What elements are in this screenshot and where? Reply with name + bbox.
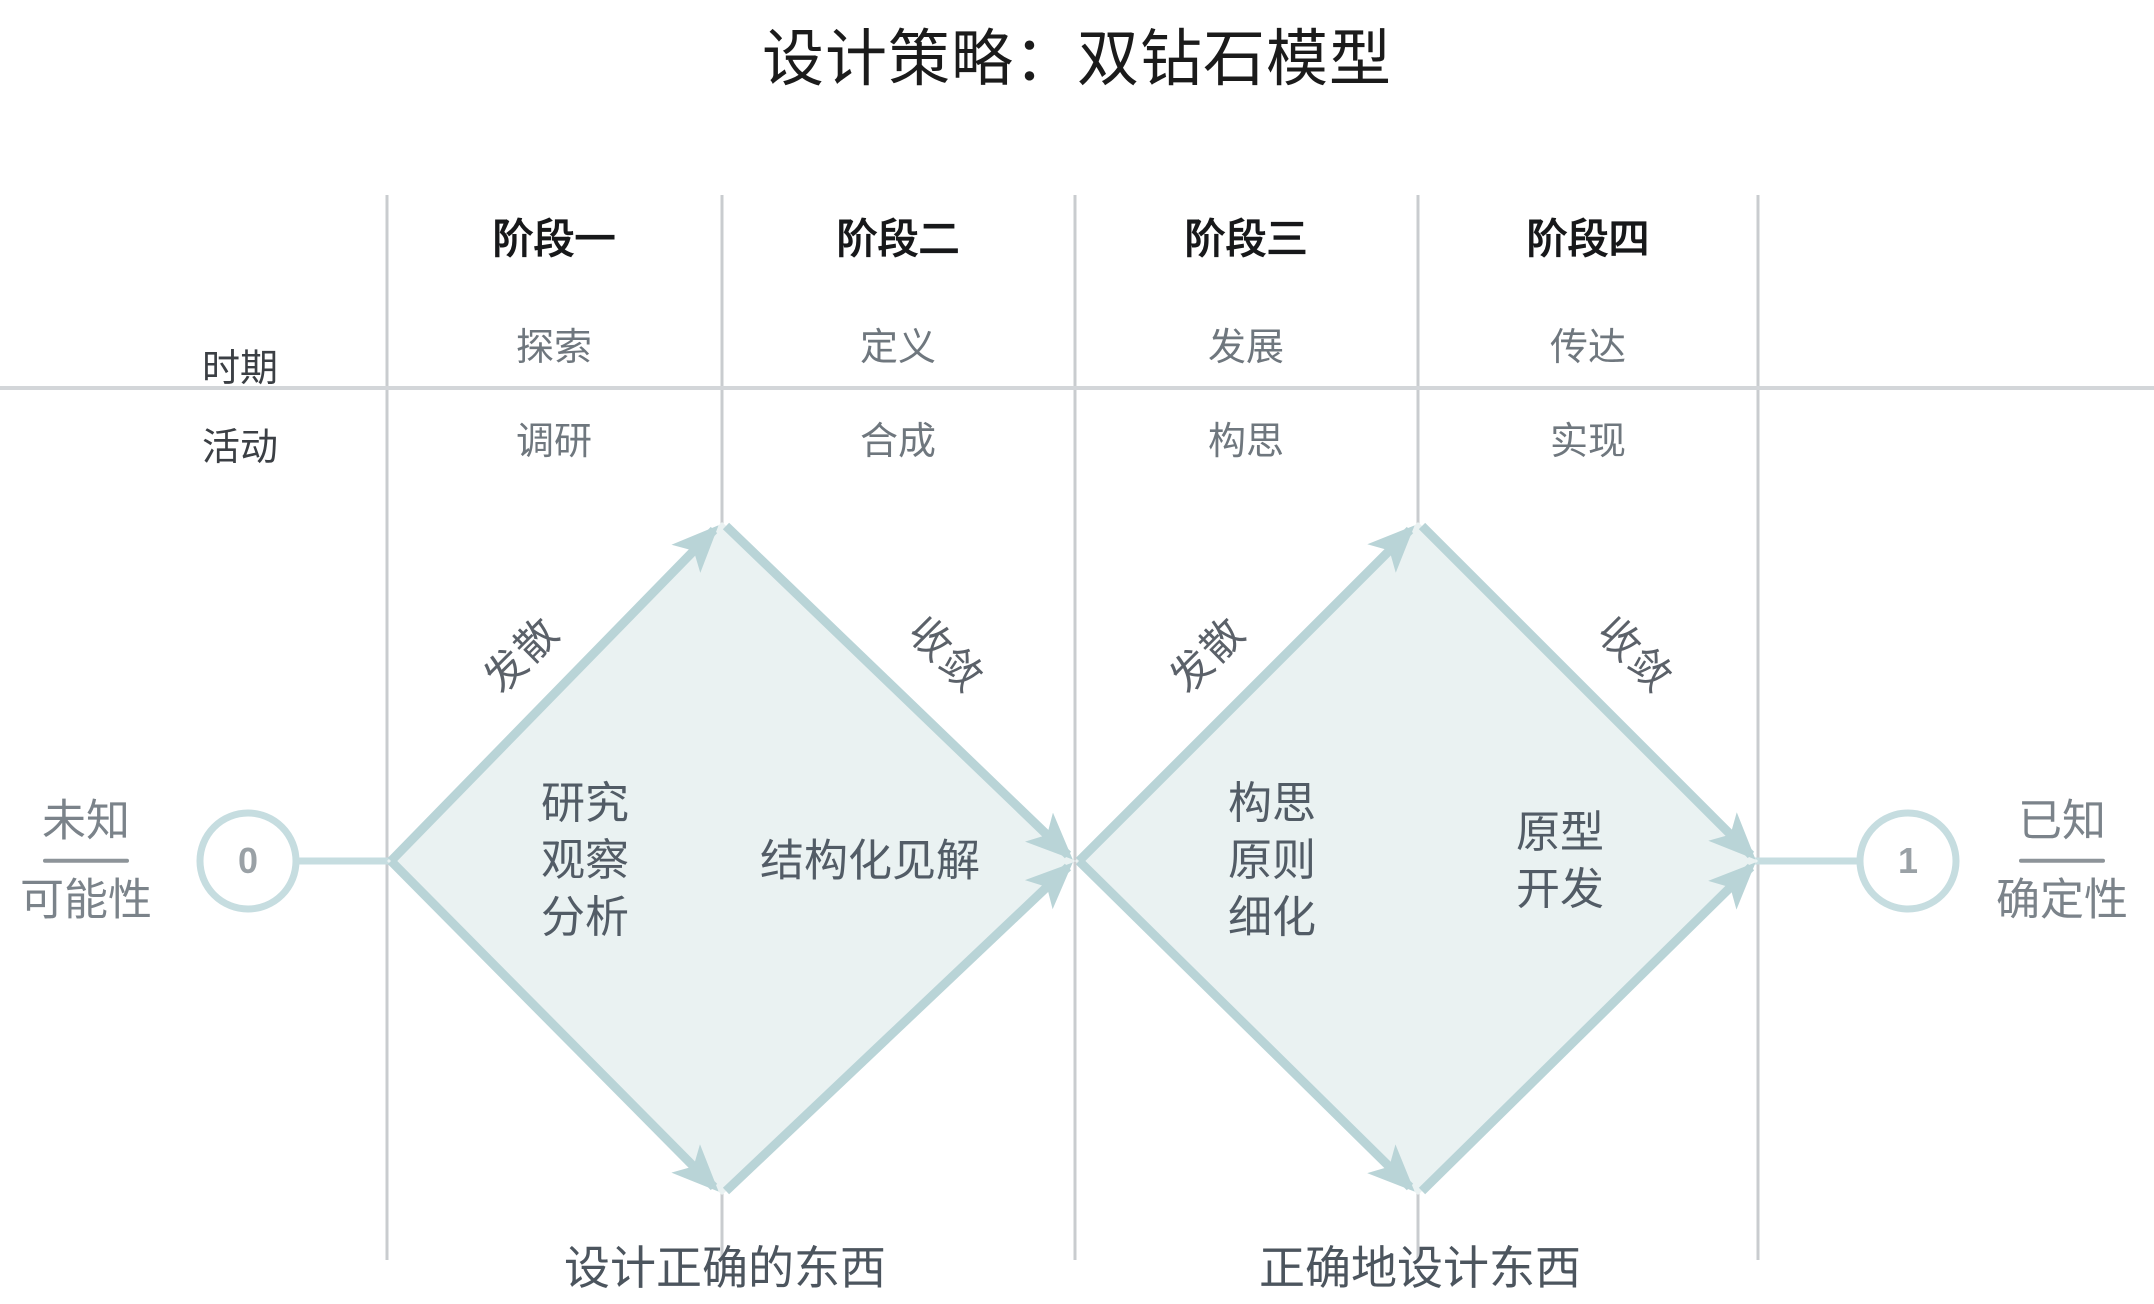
diamond-2-diverge-bottom-edge xyxy=(1075,857,1415,1192)
phase-2-activity: 合成 xyxy=(859,421,937,463)
diamond-1-converge-bottom-edge xyxy=(722,862,1073,1195)
diamond-2-right-item-2: 开发 xyxy=(1516,865,1604,914)
diamond-2-converge-bottom-edge xyxy=(1418,862,1756,1195)
end-endpoint-top: 已知 xyxy=(2018,796,2106,846)
diamond-1-converge-top-edge xyxy=(722,522,1073,860)
phase-4-activity: 实现 xyxy=(1549,421,1627,463)
phase-3-activity: 构思 xyxy=(1207,421,1285,463)
diamond-1-caption: 设计正确的东西 xyxy=(564,1242,886,1294)
diamond-2-caption: 正确地设计东西 xyxy=(1259,1242,1581,1294)
phase-2-period: 定义 xyxy=(859,327,937,369)
diamond-1-diverge-bottom-edge xyxy=(387,857,719,1192)
row-label-period: 时期 xyxy=(201,348,279,390)
diamond-1-left-item-2: 观察 xyxy=(541,836,629,886)
diamond-2-right-item-1: 原型 xyxy=(1516,807,1604,857)
phase-1-period: 探索 xyxy=(515,327,593,369)
phase-1-name: 阶段一 xyxy=(492,216,616,262)
diamond-1-left-items: 研究 观察 分析 xyxy=(541,775,629,947)
end-node-marker: 1 xyxy=(1897,840,1919,881)
diamond-2-left-item-3: 细化 xyxy=(1228,893,1316,943)
diamond-1-right-items: 结构化见解 xyxy=(760,832,980,889)
row-label-activity: 活动 xyxy=(201,427,279,469)
diamond-1-left-item-3: 分析 xyxy=(541,893,629,943)
diamond-1-diverge-top-edge xyxy=(387,525,719,865)
diamond-2-left-item-2: 原则 xyxy=(1228,836,1316,886)
diamond-1-left-item-1: 研究 xyxy=(541,779,629,829)
start-endpoint-label: 未知 可能性 xyxy=(20,797,152,926)
phase-3-name: 阶段三 xyxy=(1184,216,1308,262)
phase-4-period: 传达 xyxy=(1549,327,1627,369)
phase-3-period: 发展 xyxy=(1207,327,1285,369)
diamond-2-shape xyxy=(1075,522,1758,1195)
diamond-2-left-item-1: 构思 xyxy=(1228,779,1316,829)
diamond-2-converge-top-edge xyxy=(1418,522,1756,860)
end-endpoint-bottom: 确定性 xyxy=(1996,876,2128,925)
diamond-1-right-item-1: 结构化见解 xyxy=(760,836,980,886)
end-node-circle xyxy=(1856,809,1960,913)
phase-4-name: 阶段四 xyxy=(1526,216,1650,262)
end-endpoint-label: 已知 确定性 xyxy=(1996,797,2128,926)
start-endpoint-top: 未知 xyxy=(42,796,130,846)
phase-2-name: 阶段二 xyxy=(836,216,960,262)
start-node-marker: 0 xyxy=(237,840,259,881)
start-endpoint-divider xyxy=(43,859,129,863)
start-node-circle xyxy=(196,809,300,913)
diamond-2-right-items: 原型 开发 xyxy=(1516,804,1604,918)
diamond-2-diverge-top-edge xyxy=(1075,525,1415,865)
page-title: 设计策略：双钻石模型 xyxy=(761,25,1392,94)
start-endpoint-bottom: 可能性 xyxy=(20,876,152,925)
phase-1-activity: 调研 xyxy=(515,421,593,463)
diamond-2-left-items: 构思 原则 细化 xyxy=(1228,775,1316,947)
end-endpoint-divider xyxy=(2019,859,2105,863)
